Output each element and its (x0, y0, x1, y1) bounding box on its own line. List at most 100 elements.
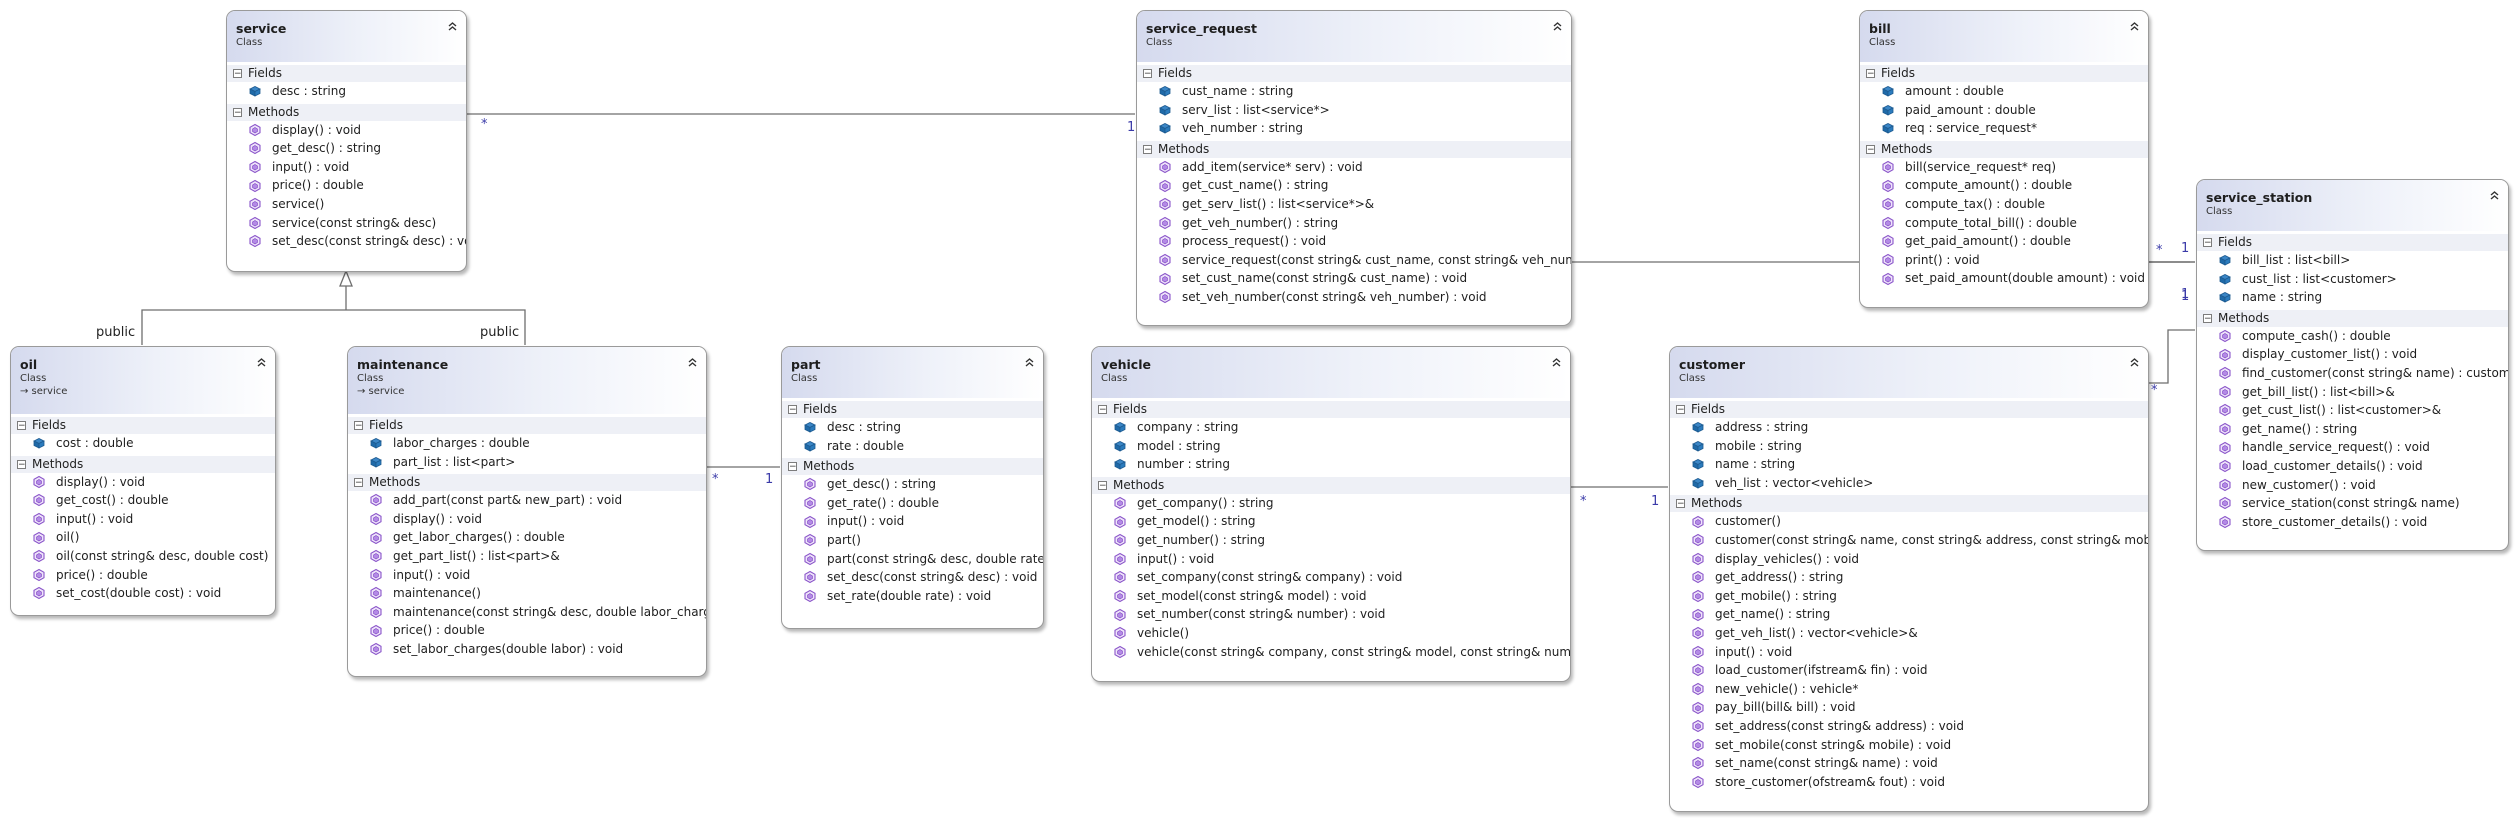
method-item[interactable]: get_bill_list() : list<bill>& (2197, 383, 2508, 402)
field-item[interactable]: cust_list : list<customer> (2197, 270, 2508, 289)
method-item[interactable]: input() : void (1092, 550, 1570, 569)
method-item[interactable]: get_address() : string (1670, 568, 2148, 587)
method-item[interactable]: vehicle(const string& company, const str… (1092, 643, 1570, 662)
method-item[interactable]: compute_total_bill() : double (1860, 214, 2148, 233)
method-item[interactable]: input() : void (227, 158, 466, 177)
methods-section-header[interactable]: −Methods (11, 455, 275, 473)
method-item[interactable]: part() (782, 531, 1043, 550)
method-item[interactable]: price() : double (348, 621, 706, 640)
method-item[interactable]: load_customer(ifstream& fin) : void (1670, 661, 2148, 680)
method-item[interactable]: get_paid_amount() : double (1860, 232, 2148, 251)
fields-section-header[interactable]: −Fields (2197, 234, 2508, 251)
field-item[interactable]: address : string (1670, 418, 2148, 437)
method-item[interactable]: price() : double (227, 176, 466, 195)
method-item[interactable]: service_station(const string& name) (2197, 494, 2508, 513)
field-item[interactable]: name : string (1670, 455, 2148, 474)
fields-section-toggle-icon[interactable]: − (1866, 69, 1875, 79)
method-item[interactable]: vehicle() (1092, 624, 1570, 643)
method-item[interactable]: get_model() : string (1092, 512, 1570, 531)
field-item[interactable]: veh_list : vector<vehicle> (1670, 474, 2148, 493)
method-item[interactable]: set_number(const string& number) : void (1092, 605, 1570, 624)
method-item[interactable]: store_customer_details() : void (2197, 513, 2508, 532)
method-item[interactable]: add_part(const part& new_part) : void (348, 491, 706, 510)
methods-section-toggle-icon[interactable]: − (17, 459, 26, 470)
method-item[interactable]: get_serv_list() : list<service*>& (1137, 195, 1571, 214)
method-item[interactable]: set_paid_amount(double amount) : void (1860, 269, 2148, 288)
method-item[interactable]: print() : void (1860, 251, 2148, 270)
collapse-chevron-icon[interactable] (1552, 21, 1563, 32)
field-item[interactable]: serv_list : list<service*> (1137, 101, 1571, 120)
method-item[interactable]: get_desc() : string (782, 475, 1043, 494)
field-item[interactable]: rate : double (782, 437, 1043, 456)
collapse-chevron-icon[interactable] (447, 21, 458, 32)
method-item[interactable]: pay_bill(bill& bill) : void (1670, 698, 2148, 717)
methods-section-toggle-icon[interactable]: − (1143, 144, 1152, 155)
method-item[interactable]: maintenance() (348, 584, 706, 603)
field-item[interactable]: number : string (1092, 455, 1570, 474)
methods-section-toggle-icon[interactable]: − (2203, 313, 2212, 324)
method-item[interactable]: display_vehicles() : void (1670, 550, 2148, 569)
fields-section-toggle-icon[interactable]: − (17, 421, 26, 431)
method-item[interactable]: new_vehicle() : vehicle* (1670, 680, 2148, 699)
field-item[interactable]: name : string (2197, 288, 2508, 307)
method-item[interactable]: oil() (11, 528, 275, 547)
method-item[interactable]: compute_amount() : double (1860, 176, 2148, 195)
field-item[interactable]: company : string (1092, 418, 1570, 437)
method-item[interactable]: bill(service_request* req) (1860, 158, 2148, 177)
field-item[interactable]: desc : string (782, 418, 1043, 437)
methods-section-toggle-icon[interactable]: − (354, 478, 363, 489)
methods-section-header[interactable]: −Methods (782, 458, 1043, 476)
collapse-chevron-icon[interactable] (2489, 190, 2500, 201)
fields-section-header[interactable]: −Fields (1137, 65, 1571, 82)
method-item[interactable]: find_customer(const string& name) : cust… (2197, 364, 2508, 383)
collapse-chevron-icon[interactable] (2129, 21, 2140, 32)
methods-section-header[interactable]: −Methods (227, 103, 466, 121)
collapse-chevron-icon[interactable] (2129, 357, 2140, 368)
fields-section-header[interactable]: −Fields (1092, 401, 1570, 418)
method-item[interactable]: get_cust_name() : string (1137, 176, 1571, 195)
method-item[interactable]: display_customer_list() : void (2197, 345, 2508, 364)
method-item[interactable]: get_name() : string (2197, 420, 2508, 439)
methods-section-header[interactable]: −Methods (2197, 309, 2508, 327)
methods-section-header[interactable]: −Methods (1670, 495, 2148, 513)
method-item[interactable]: get_veh_number() : string (1137, 214, 1571, 233)
method-item[interactable]: set_desc(const string& desc) : void (227, 232, 466, 251)
method-item[interactable]: set_model(const string& model) : void (1092, 587, 1570, 606)
method-item[interactable]: handle_service_request() : void (2197, 438, 2508, 457)
method-item[interactable]: set_name(const string& name) : void (1670, 754, 2148, 773)
collapse-chevron-icon[interactable] (687, 357, 698, 368)
method-item[interactable]: get_cost() : double (11, 491, 275, 510)
method-item[interactable]: load_customer_details() : void (2197, 457, 2508, 476)
field-item[interactable]: bill_list : list<bill> (2197, 251, 2508, 270)
methods-section-toggle-icon[interactable]: − (788, 462, 797, 473)
method-item[interactable]: maintenance(const string& desc, double l… (348, 603, 706, 622)
method-item[interactable]: display() : void (11, 473, 275, 492)
method-item[interactable]: process_request() : void (1137, 232, 1571, 251)
field-item[interactable]: mobile : string (1670, 437, 2148, 456)
fields-section-header[interactable]: −Fields (782, 401, 1043, 418)
fields-section-toggle-icon[interactable]: − (2203, 238, 2212, 248)
method-item[interactable]: set_desc(const string& desc) : void (782, 568, 1043, 587)
fields-section-header[interactable]: −Fields (11, 417, 275, 434)
field-item[interactable]: cost : double (11, 434, 275, 453)
collapse-chevron-icon[interactable] (1551, 357, 1562, 368)
method-item[interactable]: service() (227, 195, 466, 214)
method-item[interactable]: customer() (1670, 512, 2148, 531)
method-item[interactable]: oil(const string& desc, double cost) (11, 547, 275, 566)
method-item[interactable]: get_desc() : string (227, 139, 466, 158)
method-item[interactable]: get_mobile() : string (1670, 587, 2148, 606)
field-item[interactable]: part_list : list<part> (348, 453, 706, 472)
field-item[interactable]: veh_number : string (1137, 119, 1571, 138)
method-item[interactable]: get_rate() : double (782, 494, 1043, 513)
method-item[interactable]: part(const string& desc, double rate) (782, 550, 1043, 569)
method-item[interactable]: display() : void (227, 121, 466, 140)
method-item[interactable]: store_customer(ofstream& fout) : void (1670, 773, 2148, 792)
